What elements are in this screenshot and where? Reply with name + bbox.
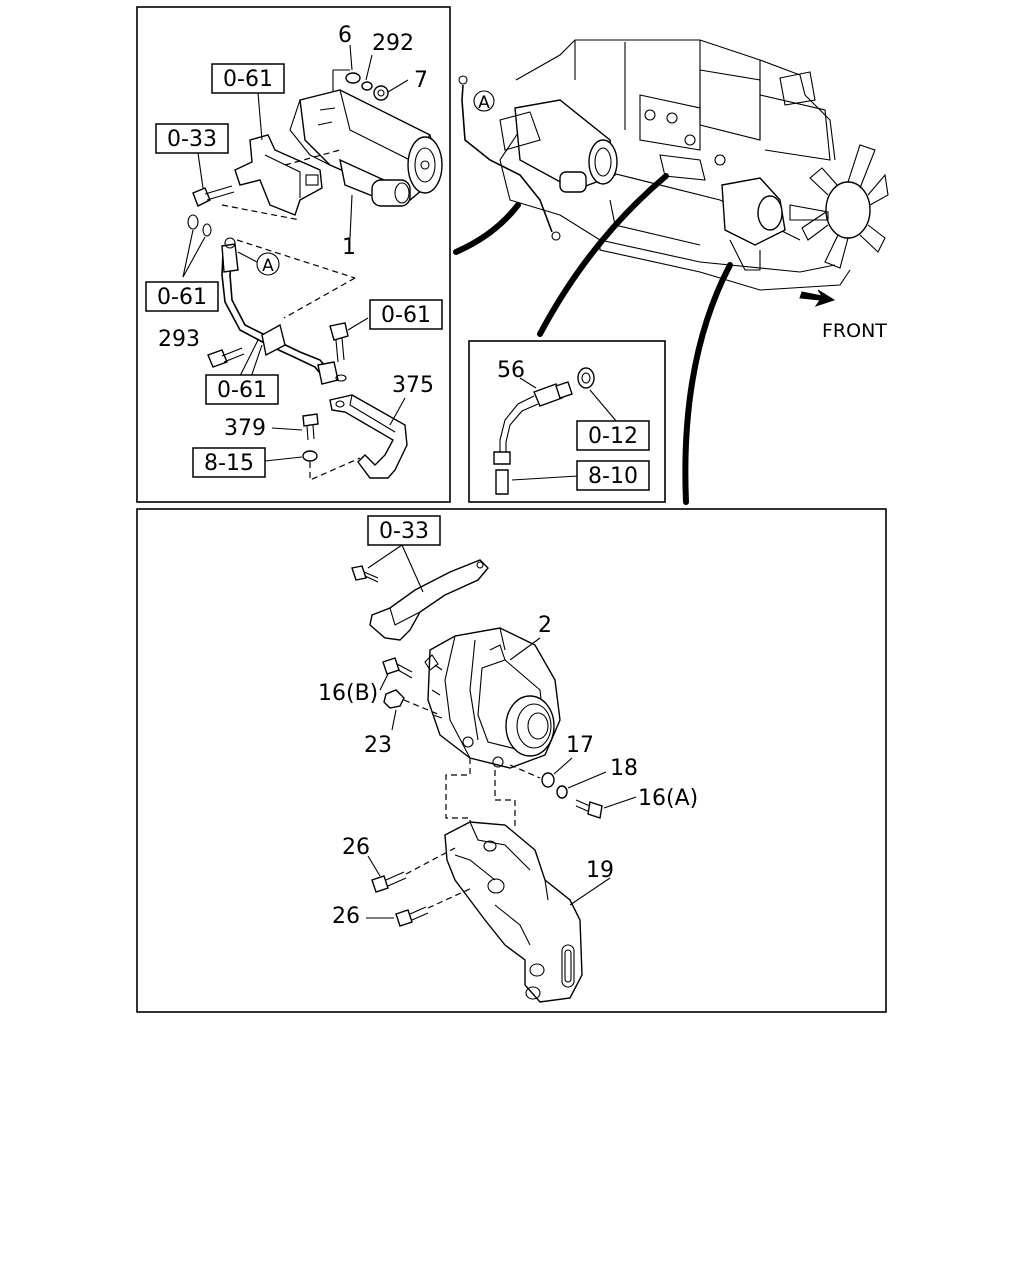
bolt-icon	[575, 799, 603, 819]
front-label: FRONT	[822, 320, 887, 342]
callout-part-17: 17	[566, 733, 594, 758]
sensor-assembly	[493, 367, 618, 495]
reference-box: 8-15	[192, 447, 266, 478]
callout-part-6: 6	[338, 23, 352, 48]
reference-box: 0-61	[369, 299, 443, 330]
callout-part-18: 18	[610, 756, 638, 781]
reference-box: 0-12	[576, 420, 650, 451]
callout-part-293: 293	[158, 327, 200, 352]
starter-assembly: A	[182, 44, 443, 481]
reference-box: 0-61	[211, 63, 285, 94]
bolt-icon	[302, 413, 319, 441]
ref-starter-bottom: 0-61	[217, 378, 267, 403]
callout-part-375: 375	[392, 373, 434, 398]
starter-circle-a	[256, 252, 280, 276]
ref-sensor-lower: 8-10	[588, 464, 638, 489]
callout-part-292: 292	[372, 31, 414, 56]
ref-starter-washer: 8-15	[204, 451, 254, 476]
ref-alternator-top: 0-33	[379, 519, 429, 544]
starter-panel-frame	[136, 6, 451, 503]
starter-circle-a-text: A	[262, 256, 274, 276]
engine-overview: A FRONT	[453, 39, 889, 505]
bolt-icon	[207, 347, 245, 368]
callout-part-26-lower: 26	[332, 904, 360, 929]
bolt-icon	[395, 906, 429, 927]
alternator-panel-frame	[136, 508, 887, 1013]
ref-starter-left: 0-33	[167, 127, 217, 152]
overview-circle-a	[473, 90, 495, 112]
overview-circle-a-text: A	[478, 93, 490, 113]
bolt-icon	[382, 657, 413, 679]
bolt-icon	[192, 185, 235, 207]
callout-part-7: 7	[414, 68, 428, 93]
ref-starter-mid-right: 0-61	[381, 303, 431, 328]
callout-part-26-upper: 26	[342, 835, 370, 860]
sensor-panel-frame	[468, 340, 666, 503]
bolt-icon	[371, 871, 407, 893]
bolt-icon	[351, 565, 379, 583]
reference-box: 0-33	[155, 123, 229, 154]
bolt-icon	[329, 322, 349, 382]
ref-sensor-upper: 0-12	[588, 424, 638, 449]
callout-part-16a: 16(A)	[638, 786, 698, 811]
reference-box: 8-10	[576, 460, 650, 491]
callout-part-19: 19	[586, 858, 614, 883]
reference-box: 0-61	[205, 374, 279, 405]
callout-part-2: 2	[538, 613, 552, 638]
alternator-assembly	[351, 544, 637, 1003]
ref-starter-top: 0-61	[223, 67, 273, 92]
callout-part-379: 379	[224, 416, 266, 441]
callout-part-23: 23	[364, 733, 392, 758]
ref-starter-mid-left: 0-61	[157, 285, 207, 310]
front-arrow-icon	[799, 289, 836, 307]
callout-part-16b: 16(B)	[318, 681, 378, 706]
reference-box: 0-33	[367, 515, 441, 546]
nut-icon	[383, 689, 441, 716]
callout-part-56: 56	[497, 358, 525, 383]
fan-icon	[789, 144, 889, 269]
callout-part-1: 1	[342, 235, 356, 260]
reference-box: 0-61	[145, 281, 219, 312]
